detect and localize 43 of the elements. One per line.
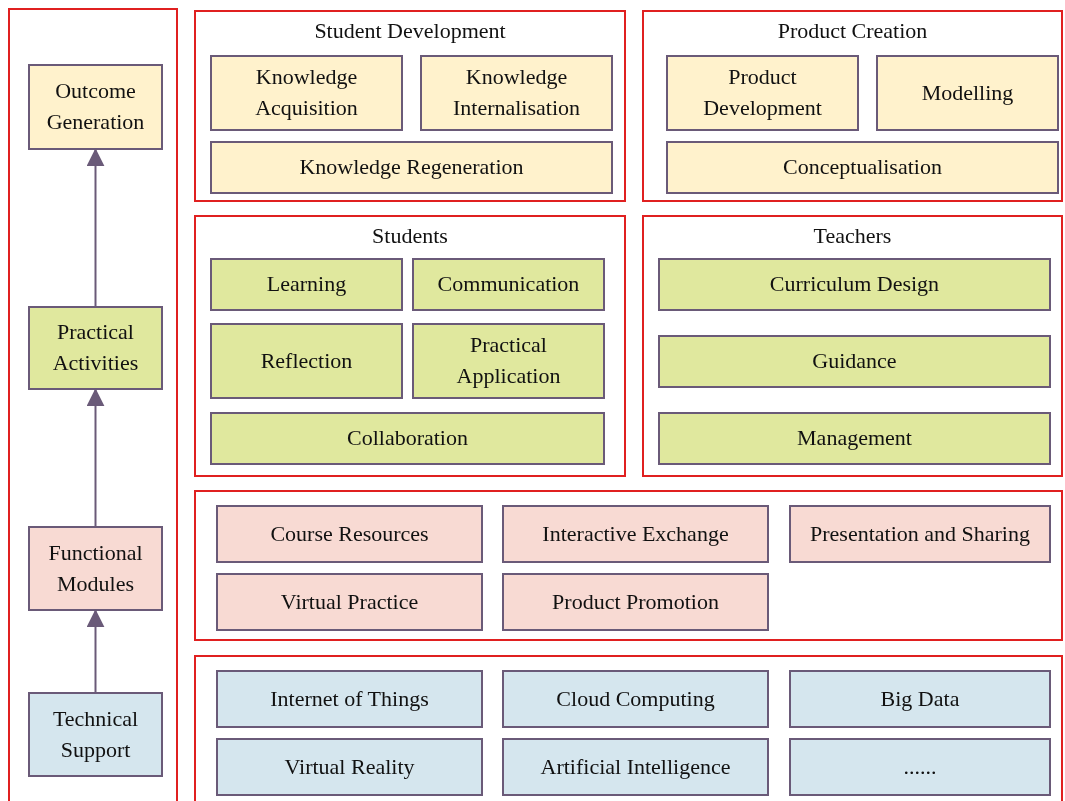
category-box: Conceptualisation <box>666 141 1059 194</box>
category-box: Knowledge Regeneration <box>210 141 613 194</box>
layer-panel <box>194 490 1063 641</box>
category-box: Communication <box>412 258 605 311</box>
category-box: Collaboration <box>210 412 605 465</box>
panel-title: Students <box>372 223 448 249</box>
category-box: Curriculum Design <box>658 258 1051 311</box>
category-box: Knowledge Acquisition <box>210 55 403 131</box>
category-box: Product Promotion <box>502 573 769 631</box>
category-box: Modelling <box>876 55 1059 131</box>
category-box: Functional Modules <box>28 526 163 611</box>
category-box: ...... <box>789 738 1051 796</box>
category-box: Technical Support <box>28 692 163 777</box>
category-box: Presentation and Sharing <box>789 505 1051 563</box>
category-box: Internet of Things <box>216 670 483 728</box>
layer-panel <box>194 215 626 477</box>
category-box: Learning <box>210 258 403 311</box>
category-box: Guidance <box>658 335 1051 388</box>
layer-panel <box>642 10 1063 202</box>
category-box: Cloud Computing <box>502 670 769 728</box>
category-box: Reflection <box>210 323 403 399</box>
layer-panel <box>194 655 1063 801</box>
panel-title: Teachers <box>813 223 892 249</box>
category-box: Management <box>658 412 1051 465</box>
layer-panel <box>642 215 1063 477</box>
category-box: Virtual Reality <box>216 738 483 796</box>
category-box: Big Data <box>789 670 1051 728</box>
arrow <box>86 148 105 307</box>
category-box: Interactive Exchange <box>502 505 769 563</box>
category-box: Course Resources <box>216 505 483 563</box>
layer-panel <box>8 8 178 801</box>
category-box: Practical Application <box>412 323 605 399</box>
category-box: Artificial Intelligence <box>502 738 769 796</box>
arrow <box>86 609 105 693</box>
category-box: Knowledge Internalisation <box>420 55 613 131</box>
panel-title: Student Development <box>314 18 506 44</box>
panel-title: Product Creation <box>777 18 928 44</box>
arrow <box>86 388 105 527</box>
layer-panel <box>194 10 626 202</box>
category-box: Virtual Practice <box>216 573 483 631</box>
category-box: Product Development <box>666 55 859 131</box>
category-box: Practical Activities <box>28 306 163 390</box>
category-box: Outcome Generation <box>28 64 163 150</box>
